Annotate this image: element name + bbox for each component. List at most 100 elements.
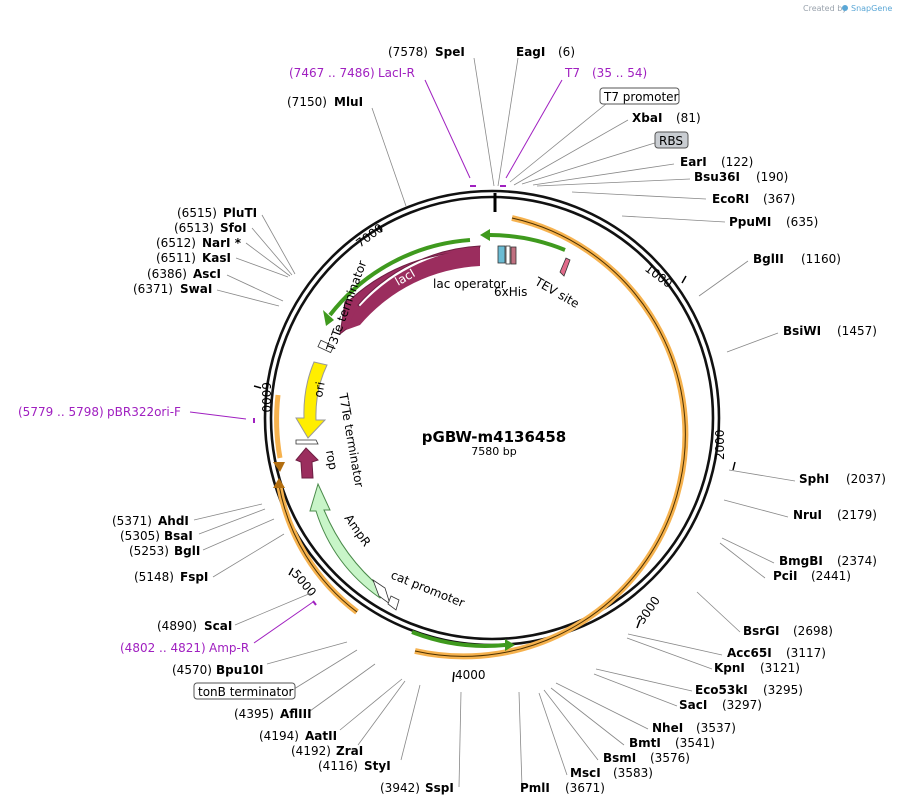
primer-t7-name[interactable]: T7: [564, 66, 580, 80]
tonb-terminator-box[interactable]: [193, 682, 296, 700]
site-pos: (4194): [259, 729, 299, 743]
site-name-bpu10i[interactable]: Bpu10I: [216, 663, 263, 677]
primer-amp-r-range: (4802 .. 4821): [120, 641, 206, 655]
leader-eari: [532, 163, 675, 186]
leader-bsai: [198, 508, 266, 535]
primer-amp-r-name[interactable]: Amp-R: [209, 641, 249, 655]
site-name-saci[interactable]: SacI: [679, 698, 707, 712]
plasmid-name: pGBW-m4136458: [422, 428, 566, 446]
site-name-eari[interactable]: EarI: [680, 155, 707, 169]
site-name-bsu36i[interactable]: Bsu36I: [694, 170, 740, 184]
site-name-asci[interactable]: AscI: [193, 267, 221, 281]
linker-box[interactable]: [510, 246, 517, 265]
leader-lines: [189, 57, 796, 788]
site-name-zrai[interactable]: ZraI: [336, 744, 363, 758]
site-pos: (5148): [134, 570, 174, 584]
site-name-nhei[interactable]: NheI: [652, 721, 683, 735]
site-name-pluti[interactable]: PluTI: [223, 206, 257, 220]
lac-operator-box[interactable]: [497, 245, 506, 264]
orf-arcs: [273, 215, 689, 660]
site-name-bgli[interactable]: BglI: [174, 544, 200, 558]
site-name-kasi[interactable]: KasI: [202, 251, 231, 265]
tev-site-box[interactable]: [559, 257, 571, 277]
site-name-spei[interactable]: SpeI: [435, 45, 465, 59]
site-pos: (5371): [112, 514, 152, 528]
site-name-pmli[interactable]: PmlI: [520, 781, 550, 795]
site-pos: (6513): [174, 221, 214, 235]
leader-pluti: [261, 214, 296, 275]
leader-bmgbi: [721, 537, 775, 564]
site-name-ecori[interactable]: EcoRI: [712, 192, 749, 206]
site-name-bmgbi[interactable]: BmgBI: [779, 554, 823, 568]
leader-asci: [226, 274, 284, 302]
laci-body[interactable]: [346, 248, 480, 330]
tonb-terminator-label: tonB terminator: [198, 685, 294, 699]
site-name-bmti[interactable]: BmtI: [629, 736, 661, 750]
orf-arc-left-lower-line: [278, 484, 358, 613]
site-name-sfoi[interactable]: SfoI: [220, 221, 247, 235]
plasmid-length: 7580 bp: [471, 445, 516, 458]
leader-laci-r: [424, 79, 471, 179]
site-name-ahdi[interactable]: AhdI: [158, 514, 189, 528]
site-pos: (2374): [837, 554, 877, 568]
t7te-terminator-box[interactable]: [295, 439, 319, 445]
site-name-afliii[interactable]: AflIII: [280, 707, 312, 721]
orf-arc-left-mid: [274, 394, 283, 459]
site-name-kpni[interactable]: KpnI: [714, 661, 745, 675]
green-arrow-top: [489, 233, 566, 252]
site-pos: (3537): [696, 721, 736, 735]
site-name-eco53ki[interactable]: Eco53kI: [695, 683, 748, 697]
leader-bsiwi: [726, 332, 779, 353]
site-name-mlui[interactable]: MluI: [334, 95, 363, 109]
site-name-swai[interactable]: SwaI: [180, 282, 212, 296]
ori-feature[interactable]: [295, 361, 328, 439]
site-name-sphi[interactable]: SphI: [799, 472, 829, 486]
cat-promoter-arrow[interactable]: [387, 595, 400, 611]
site-pos: (4570): [172, 663, 212, 677]
site-name-aatii[interactable]: AatII: [305, 729, 337, 743]
leader-afliii: [309, 663, 376, 712]
site-name-xbai[interactable]: XbaI: [632, 111, 662, 125]
site-name-bglii[interactable]: BglII: [753, 252, 784, 266]
site-pos: (6371): [133, 282, 173, 296]
site-name-ppumi[interactable]: PpuMI: [729, 215, 771, 229]
watermark-brand: SnapGene: [851, 4, 892, 13]
lac-operator-label: lac operator: [433, 277, 506, 291]
rbs-box[interactable]: [654, 131, 689, 149]
site-name-nari[interactable]: NarI *: [202, 236, 242, 250]
tick-mark-4000: [452, 671, 455, 683]
site-name-sspi[interactable]: SspI: [425, 781, 454, 795]
site-name-styi[interactable]: StyI: [364, 759, 391, 773]
tev-label: TEV site: [532, 274, 582, 311]
primer-pbr322ori-f-range: (5779 .. 5798): [18, 405, 104, 419]
site-name-scai[interactable]: ScaI: [204, 619, 232, 633]
leader-fspi: [212, 533, 285, 578]
t7-promoter-box[interactable]: [599, 87, 680, 105]
site-pos: (2037): [846, 472, 886, 486]
t7-promoter-label: T7 promoter: [603, 90, 679, 104]
site-pos: (1457): [837, 324, 877, 338]
his-tag-box[interactable]: [505, 245, 511, 265]
site-name-bsmi[interactable]: BsmI: [603, 751, 636, 765]
t3te-terminator-box[interactable]: [317, 339, 335, 354]
primer-mark-amp-r: [312, 600, 317, 606]
site-name-fspi[interactable]: FspI: [180, 570, 208, 584]
leader-aatii: [339, 678, 403, 731]
leader-t7-promoter: [509, 103, 607, 183]
site-pos: (6512): [156, 236, 196, 250]
rop-feature[interactable]: [295, 447, 319, 479]
site-name-nrui[interactable]: NruI: [793, 508, 822, 522]
site-name-pcii[interactable]: PciI: [773, 569, 798, 583]
primer-laci-r-name[interactable]: LacI-R: [378, 66, 415, 80]
site-name-bsai[interactable]: BsaI: [164, 529, 193, 543]
leader-eagi: [497, 57, 519, 187]
tick-mark-6000: [253, 385, 262, 389]
primer-pbr322ori-f-name[interactable]: pBR322ori-F: [107, 405, 181, 419]
site-name-bsrgi[interactable]: BsrGI: [743, 624, 780, 638]
site-name-msci[interactable]: MscI: [570, 766, 601, 780]
site-name-bsiwi[interactable]: BsiWI: [783, 324, 821, 338]
site-pos: (4890): [157, 619, 197, 633]
laci-feature[interactable]: [339, 245, 481, 336]
site-name-acc65i[interactable]: Acc65I: [727, 646, 772, 660]
site-name-eagi[interactable]: EagI: [516, 45, 545, 59]
